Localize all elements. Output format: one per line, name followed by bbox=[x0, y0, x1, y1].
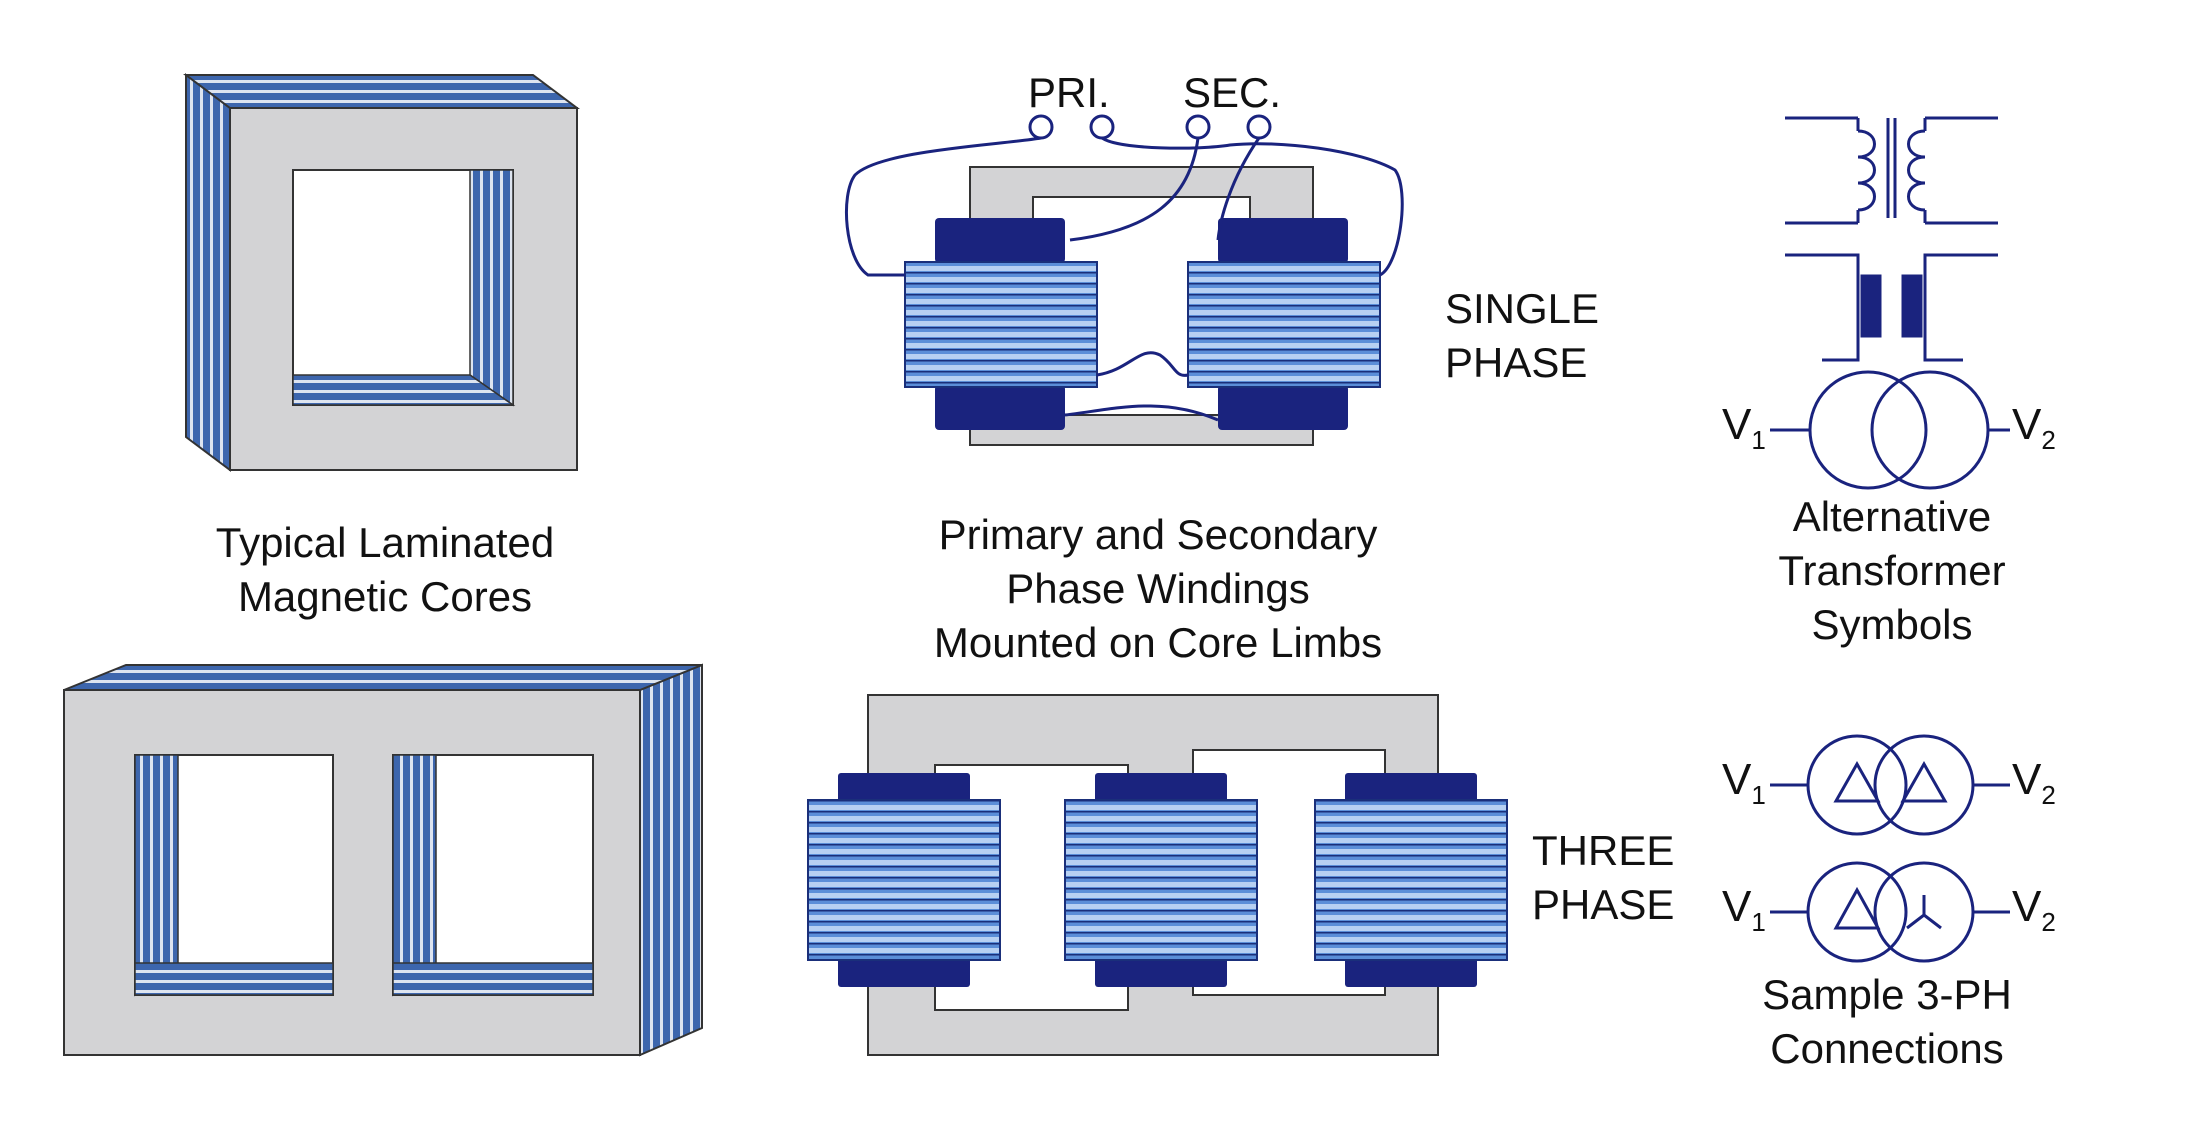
three-phase-label-line-1: THREE bbox=[1532, 827, 1675, 874]
windings-caption: Primary and Secondary Phase Windings Mou… bbox=[934, 508, 1382, 670]
windings-caption-line-1: Primary and Secondary bbox=[938, 511, 1378, 558]
sec-label: SEC. bbox=[1183, 69, 1282, 116]
v2-subscript: 2 bbox=[2041, 780, 2056, 810]
v1-subscript: 1 bbox=[1751, 780, 1766, 810]
transformer-coil-symbol bbox=[1785, 116, 1998, 225]
v1-label-delta-wye: V1 bbox=[1722, 882, 1766, 938]
three-phase-core bbox=[63, 663, 703, 1057]
symbols-caption-line-3: Symbols bbox=[1811, 601, 1973, 648]
v-letter: V bbox=[2012, 882, 2042, 931]
cores-caption-line-2: Magnetic Cores bbox=[237, 573, 533, 620]
three-phase-label-line-2: PHASE bbox=[1532, 881, 1675, 928]
cores-caption: Typical Laminated Magnetic Cores bbox=[216, 516, 555, 624]
three-phase-windings bbox=[807, 694, 1508, 1056]
delta-delta-symbol bbox=[1770, 734, 2010, 836]
windings-caption-line-2: Phase Windings bbox=[1006, 565, 1310, 612]
transformer-core-symbol bbox=[1785, 253, 1998, 362]
pri-label: PRI. bbox=[1028, 69, 1110, 116]
symbols-caption-line-2: Transformer bbox=[1778, 547, 2006, 594]
connections-caption: Sample 3-PH Connections bbox=[1762, 968, 2012, 1076]
v1-label-delta-delta: V1 bbox=[1722, 755, 1766, 811]
windings-caption-line-3: Mounted on Core Limbs bbox=[933, 619, 1383, 666]
v2-label-single: V2 bbox=[2012, 400, 2056, 456]
two-circle-symbol bbox=[1770, 370, 2010, 490]
v-letter: V bbox=[2012, 755, 2042, 804]
symbols-caption: Alternative Transformer Symbols bbox=[1778, 490, 2005, 652]
cores-caption-line-1: Typical Laminated bbox=[215, 519, 555, 566]
v-letter: V bbox=[1722, 755, 1752, 804]
single-phase-label: SINGLE PHASE bbox=[1445, 282, 1599, 390]
v-letter: V bbox=[1722, 400, 1752, 449]
single-phase-label-line-2: PHASE bbox=[1445, 339, 1588, 386]
symbols-caption-line-1: Alternative bbox=[1792, 493, 1992, 540]
v2-subscript: 2 bbox=[2041, 907, 2056, 937]
single-phase-label-line-1: SINGLE bbox=[1445, 285, 1600, 332]
single-phase-core bbox=[183, 73, 580, 472]
delta-wye-symbol bbox=[1770, 861, 2010, 963]
v2-label-delta-delta: V2 bbox=[2012, 755, 2056, 811]
connections-caption-line-1: Sample 3-PH bbox=[1762, 971, 2012, 1018]
connections-caption-line-2: Connections bbox=[1770, 1025, 2004, 1072]
v-letter: V bbox=[1722, 882, 1752, 931]
v2-label-delta-wye: V2 bbox=[2012, 882, 2056, 938]
v1-subscript: 1 bbox=[1751, 425, 1766, 455]
v1-subscript: 1 bbox=[1751, 907, 1766, 937]
v-letter: V bbox=[2012, 400, 2042, 449]
v1-label-single: V1 bbox=[1722, 400, 1766, 456]
three-phase-label: THREE PHASE bbox=[1532, 824, 1674, 932]
v2-subscript: 2 bbox=[2041, 425, 2056, 455]
single-phase-windings bbox=[844, 114, 1404, 446]
